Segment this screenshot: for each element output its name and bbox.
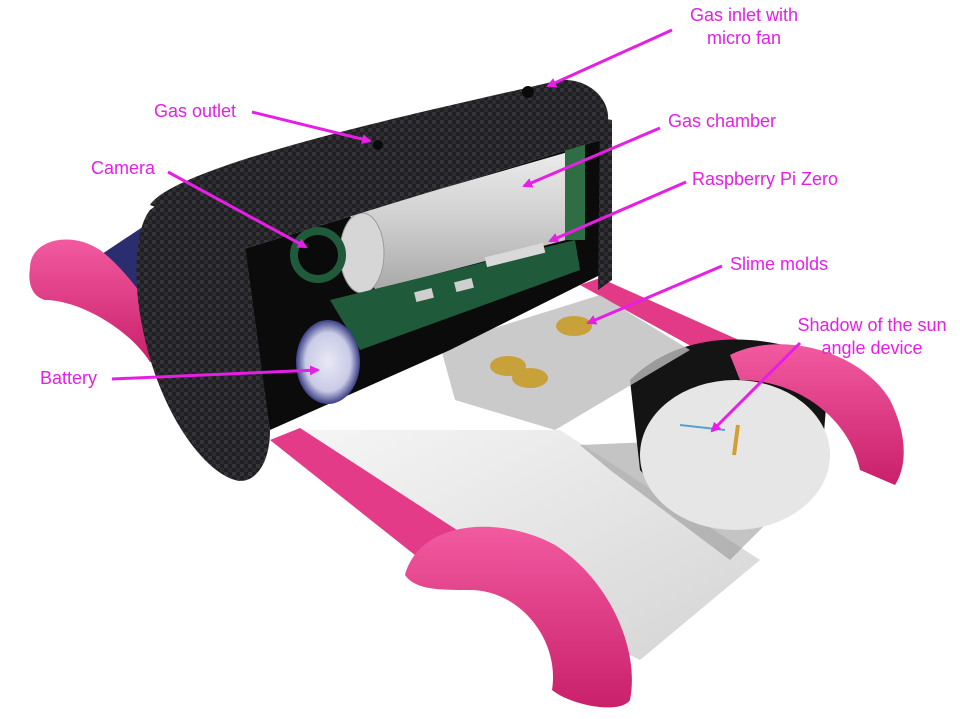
arrow-gas-outlet	[251, 110, 372, 144]
label-gas-chamber: Gas chamber	[668, 111, 777, 131]
gas-inlet-hole	[522, 86, 534, 98]
label-gas-outlet: Gas outlet	[154, 101, 237, 121]
arrow-shadow	[710, 341, 802, 433]
carbon-top-shell	[150, 79, 609, 251]
pi-board	[330, 240, 580, 350]
label-gas-inlet-line1: Gas inlet with	[689, 5, 799, 25]
arrow-battery	[111, 365, 320, 381]
slime-mold-1	[490, 356, 526, 376]
arrow-gas-chamber	[522, 126, 661, 188]
gas-chamber-cap	[339, 212, 385, 294]
label-shadow-device: Shadow of the sun angle device	[784, 314, 960, 360]
label-gas-inlet-line2: micro fan	[706, 28, 782, 48]
arrow-camera	[167, 170, 308, 249]
label-camera: Camera	[91, 158, 156, 178]
right-rail-back	[580, 278, 750, 362]
gas-chamber-band	[565, 140, 585, 240]
label-gas-inlet: Gas inlet with micro fan	[670, 4, 818, 50]
shadow-line-2	[732, 424, 740, 456]
label-raspberry-pi: Raspberry Pi Zero	[692, 169, 839, 189]
camera-lens	[290, 227, 346, 283]
arrow-gas-inlet	[546, 28, 673, 88]
pi-port-2	[454, 277, 474, 293]
front-runner	[405, 526, 632, 708]
label-shadow-line1: Shadow of the sun	[797, 315, 947, 335]
right-rail-front	[270, 428, 480, 575]
label-shadow-line2: angle device	[821, 338, 923, 358]
annotation-arrows	[111, 28, 802, 433]
slime-mold-2	[512, 368, 548, 388]
label-slime-molds: Slime molds	[730, 254, 829, 274]
label-battery: Battery	[40, 368, 98, 388]
left-back-runner	[29, 239, 176, 362]
side-panel-right-rim	[598, 118, 612, 290]
pi-connector	[484, 242, 546, 268]
arrow-raspberry-pi	[548, 180, 687, 243]
pi-port-1	[414, 287, 434, 303]
battery-cell	[296, 320, 360, 404]
slide-holder	[440, 295, 690, 430]
slime-mold-3	[556, 316, 592, 336]
gas-outlet-hole	[373, 140, 383, 150]
arrow-slime-molds	[586, 264, 723, 325]
carbon-side-panel	[136, 200, 270, 481]
right-front-runner	[730, 344, 904, 485]
